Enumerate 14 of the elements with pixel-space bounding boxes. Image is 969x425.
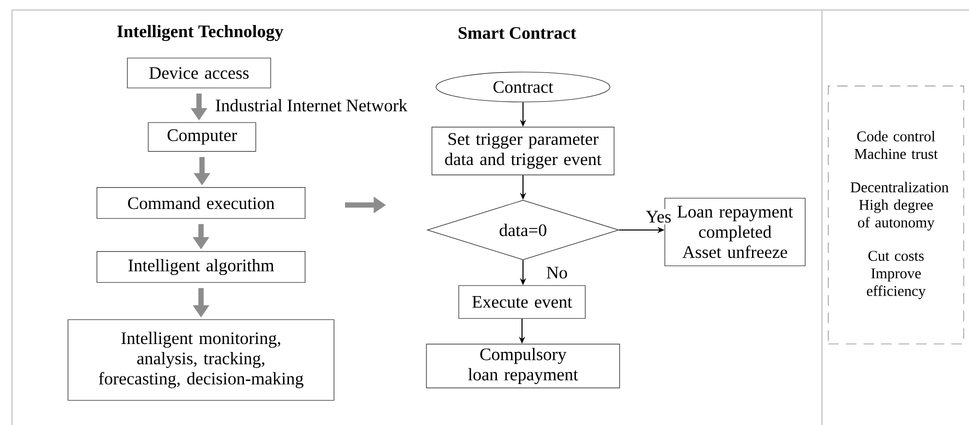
- process-box: Device access: [126, 58, 272, 88]
- heading: Smart Contract: [458, 27, 576, 39]
- process-box: Set trigger parameter data and trigger event: [432, 126, 614, 176]
- heading: Intelligent Technology: [117, 24, 284, 42]
- edge-label: Industrial Internet Network: [213, 97, 410, 114]
- edge-label: Yes: [644, 209, 674, 224]
- process-box: Computer: [148, 122, 256, 152]
- process-box: Intelligent algorithm: [96, 251, 306, 283]
- process-box: Execute event: [458, 285, 586, 319]
- process-box: Compulsory loan repayment: [426, 344, 620, 388]
- process-box: Intelligent monitoring, analysis, tracking, forecasting, decision-making: [68, 319, 334, 401]
- process-box: Command execution: [96, 187, 306, 219]
- dashed-box: Code control Machine trust Decentralization High degree of autonomy Cut costs Improve efficiency: [828, 86, 964, 344]
- edge-label: No: [544, 265, 570, 280]
